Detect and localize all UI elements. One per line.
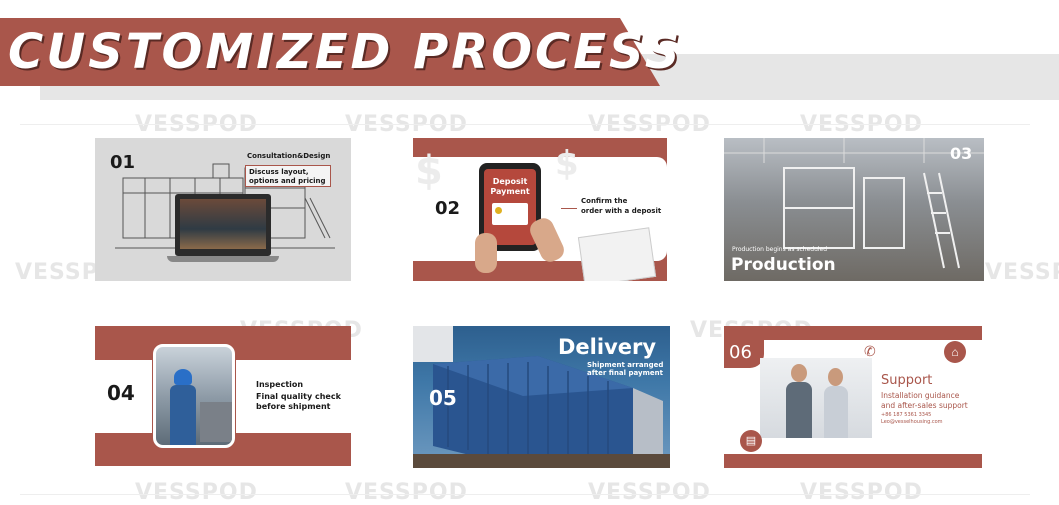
step-number: 06	[729, 342, 752, 363]
step-line-2: after final payment	[587, 369, 663, 377]
person-figure	[824, 386, 848, 438]
worker-figure	[170, 385, 196, 445]
banner-ribbon	[0, 18, 660, 86]
step-line-2: before shipment	[256, 402, 331, 411]
worker-helmet	[174, 369, 192, 385]
factory-scene	[724, 138, 984, 269]
tablet-sign: Deposit	[492, 177, 528, 186]
step-card-02: $ $ Deposit Payment 02 Confirm the order…	[413, 138, 667, 281]
person-head	[828, 368, 843, 386]
person-head	[791, 364, 807, 382]
step-line-2: and after-sales support	[881, 401, 968, 410]
watermark: VESSPOD	[588, 480, 711, 505]
step-heading: Production	[731, 255, 836, 275]
card-top-band	[724, 326, 982, 340]
step-heading: Delivery	[558, 335, 657, 359]
step-heading: Consultation&Design	[247, 152, 331, 160]
step-number: 04	[107, 381, 135, 405]
step-line-2: order with a deposit	[581, 207, 662, 215]
step-number: 02	[435, 198, 461, 219]
step-line-1: Final quality check	[256, 392, 341, 401]
step-card-06: 06 ✆ ⌂ ▤ Support Installation guidance a…	[724, 326, 982, 468]
step-description-box: Discuss layout, options and pricing	[245, 165, 331, 187]
step-card-05: 05 Delivery Shipment arranged after fina…	[413, 326, 670, 468]
home-icon: ⌂	[944, 341, 966, 363]
step-number: 05	[429, 386, 457, 410]
step-card-03: 03 Production begins as scheduled Produc…	[724, 138, 984, 281]
dollar-icon: $	[415, 148, 443, 194]
laptop-screen	[180, 199, 266, 249]
machinery	[200, 402, 232, 442]
step-heading: Inspection	[256, 380, 304, 389]
hand	[475, 233, 497, 273]
card-bottom-band	[724, 454, 982, 468]
watermark: VESSPOD	[135, 480, 258, 505]
pointer-arrow	[561, 208, 577, 209]
tablet-sign-2: Payment	[490, 187, 530, 196]
coin-graphic	[495, 207, 502, 214]
contact-phone: +86 187 5361 3345	[881, 412, 932, 418]
watermark: VESSPOD	[985, 260, 1059, 285]
step-card-01: 01 Consultation&Design Discuss layout, o…	[95, 138, 351, 281]
laptop	[175, 194, 271, 256]
laptop-base	[167, 256, 279, 262]
support-photo	[760, 358, 872, 438]
dollar-icon: $	[555, 144, 579, 184]
step-number: 01	[110, 152, 136, 173]
cargo-icon: ▤	[740, 430, 762, 452]
step-line-1: Discuss layout,	[249, 168, 309, 176]
page-title: CUSTOMIZED PROCESS	[8, 24, 683, 80]
step-card-04: 04 Inspection Final quality check before…	[95, 326, 351, 466]
contact-email: Leo@vesselhousing.com	[881, 419, 943, 425]
step-line-1: Confirm the	[581, 197, 628, 205]
step-line-1: Installation guidance	[881, 391, 960, 400]
person-figure	[786, 382, 812, 438]
document-paper	[577, 227, 657, 281]
inspection-photo	[153, 344, 235, 448]
watermark-line	[20, 124, 1030, 125]
shipping-scene	[413, 326, 670, 468]
step-line-2: options and pricing	[249, 177, 326, 185]
watermark: VESSPOD	[345, 480, 468, 505]
step-heading: Support	[881, 373, 933, 388]
step-line-1: Shipment arranged	[587, 361, 664, 369]
number-tab	[724, 326, 764, 368]
watermark: VESSPOD	[800, 480, 923, 505]
step-caption: Production begins as scheduled	[732, 246, 828, 253]
tablet-screen: Deposit Payment	[484, 169, 536, 245]
watermark-line	[20, 494, 1030, 495]
phone-icon: ✆	[864, 343, 876, 359]
step-number: 03	[950, 144, 973, 163]
